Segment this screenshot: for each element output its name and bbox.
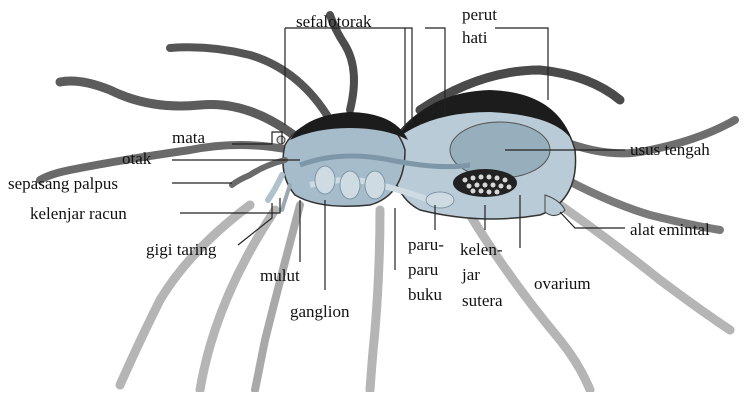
label-ganglion: ganglion bbox=[290, 302, 350, 322]
label-otak: otak bbox=[122, 149, 151, 169]
label-kelen-line3: sutera bbox=[462, 291, 503, 311]
label-ovarium: ovarium bbox=[534, 274, 591, 294]
label-gigi-taring: gigi taring bbox=[146, 240, 216, 260]
label-paru-line3: buku bbox=[408, 285, 442, 305]
label-sepasang-palpus: sepasang palpus bbox=[8, 174, 118, 194]
label-paru-line1: paru- bbox=[408, 235, 444, 255]
label-perut: perut bbox=[462, 5, 497, 25]
label-usus-tengah: usus tengah bbox=[630, 140, 710, 160]
label-mulut: mulut bbox=[260, 266, 300, 286]
spider-body bbox=[232, 90, 576, 219]
label-kelenjar-racun: kelenjar racun bbox=[30, 204, 127, 224]
label-alat-emintal: alat emintal bbox=[630, 220, 710, 240]
label-mata: mata bbox=[172, 128, 205, 148]
label-paru-line2: paru bbox=[408, 260, 438, 280]
label-kelen-line1: kelen- bbox=[460, 240, 502, 260]
label-sefalotorak: sefalotorak bbox=[296, 12, 372, 32]
label-hati: hati bbox=[462, 28, 488, 48]
label-kelen-line2: jar bbox=[462, 265, 480, 285]
